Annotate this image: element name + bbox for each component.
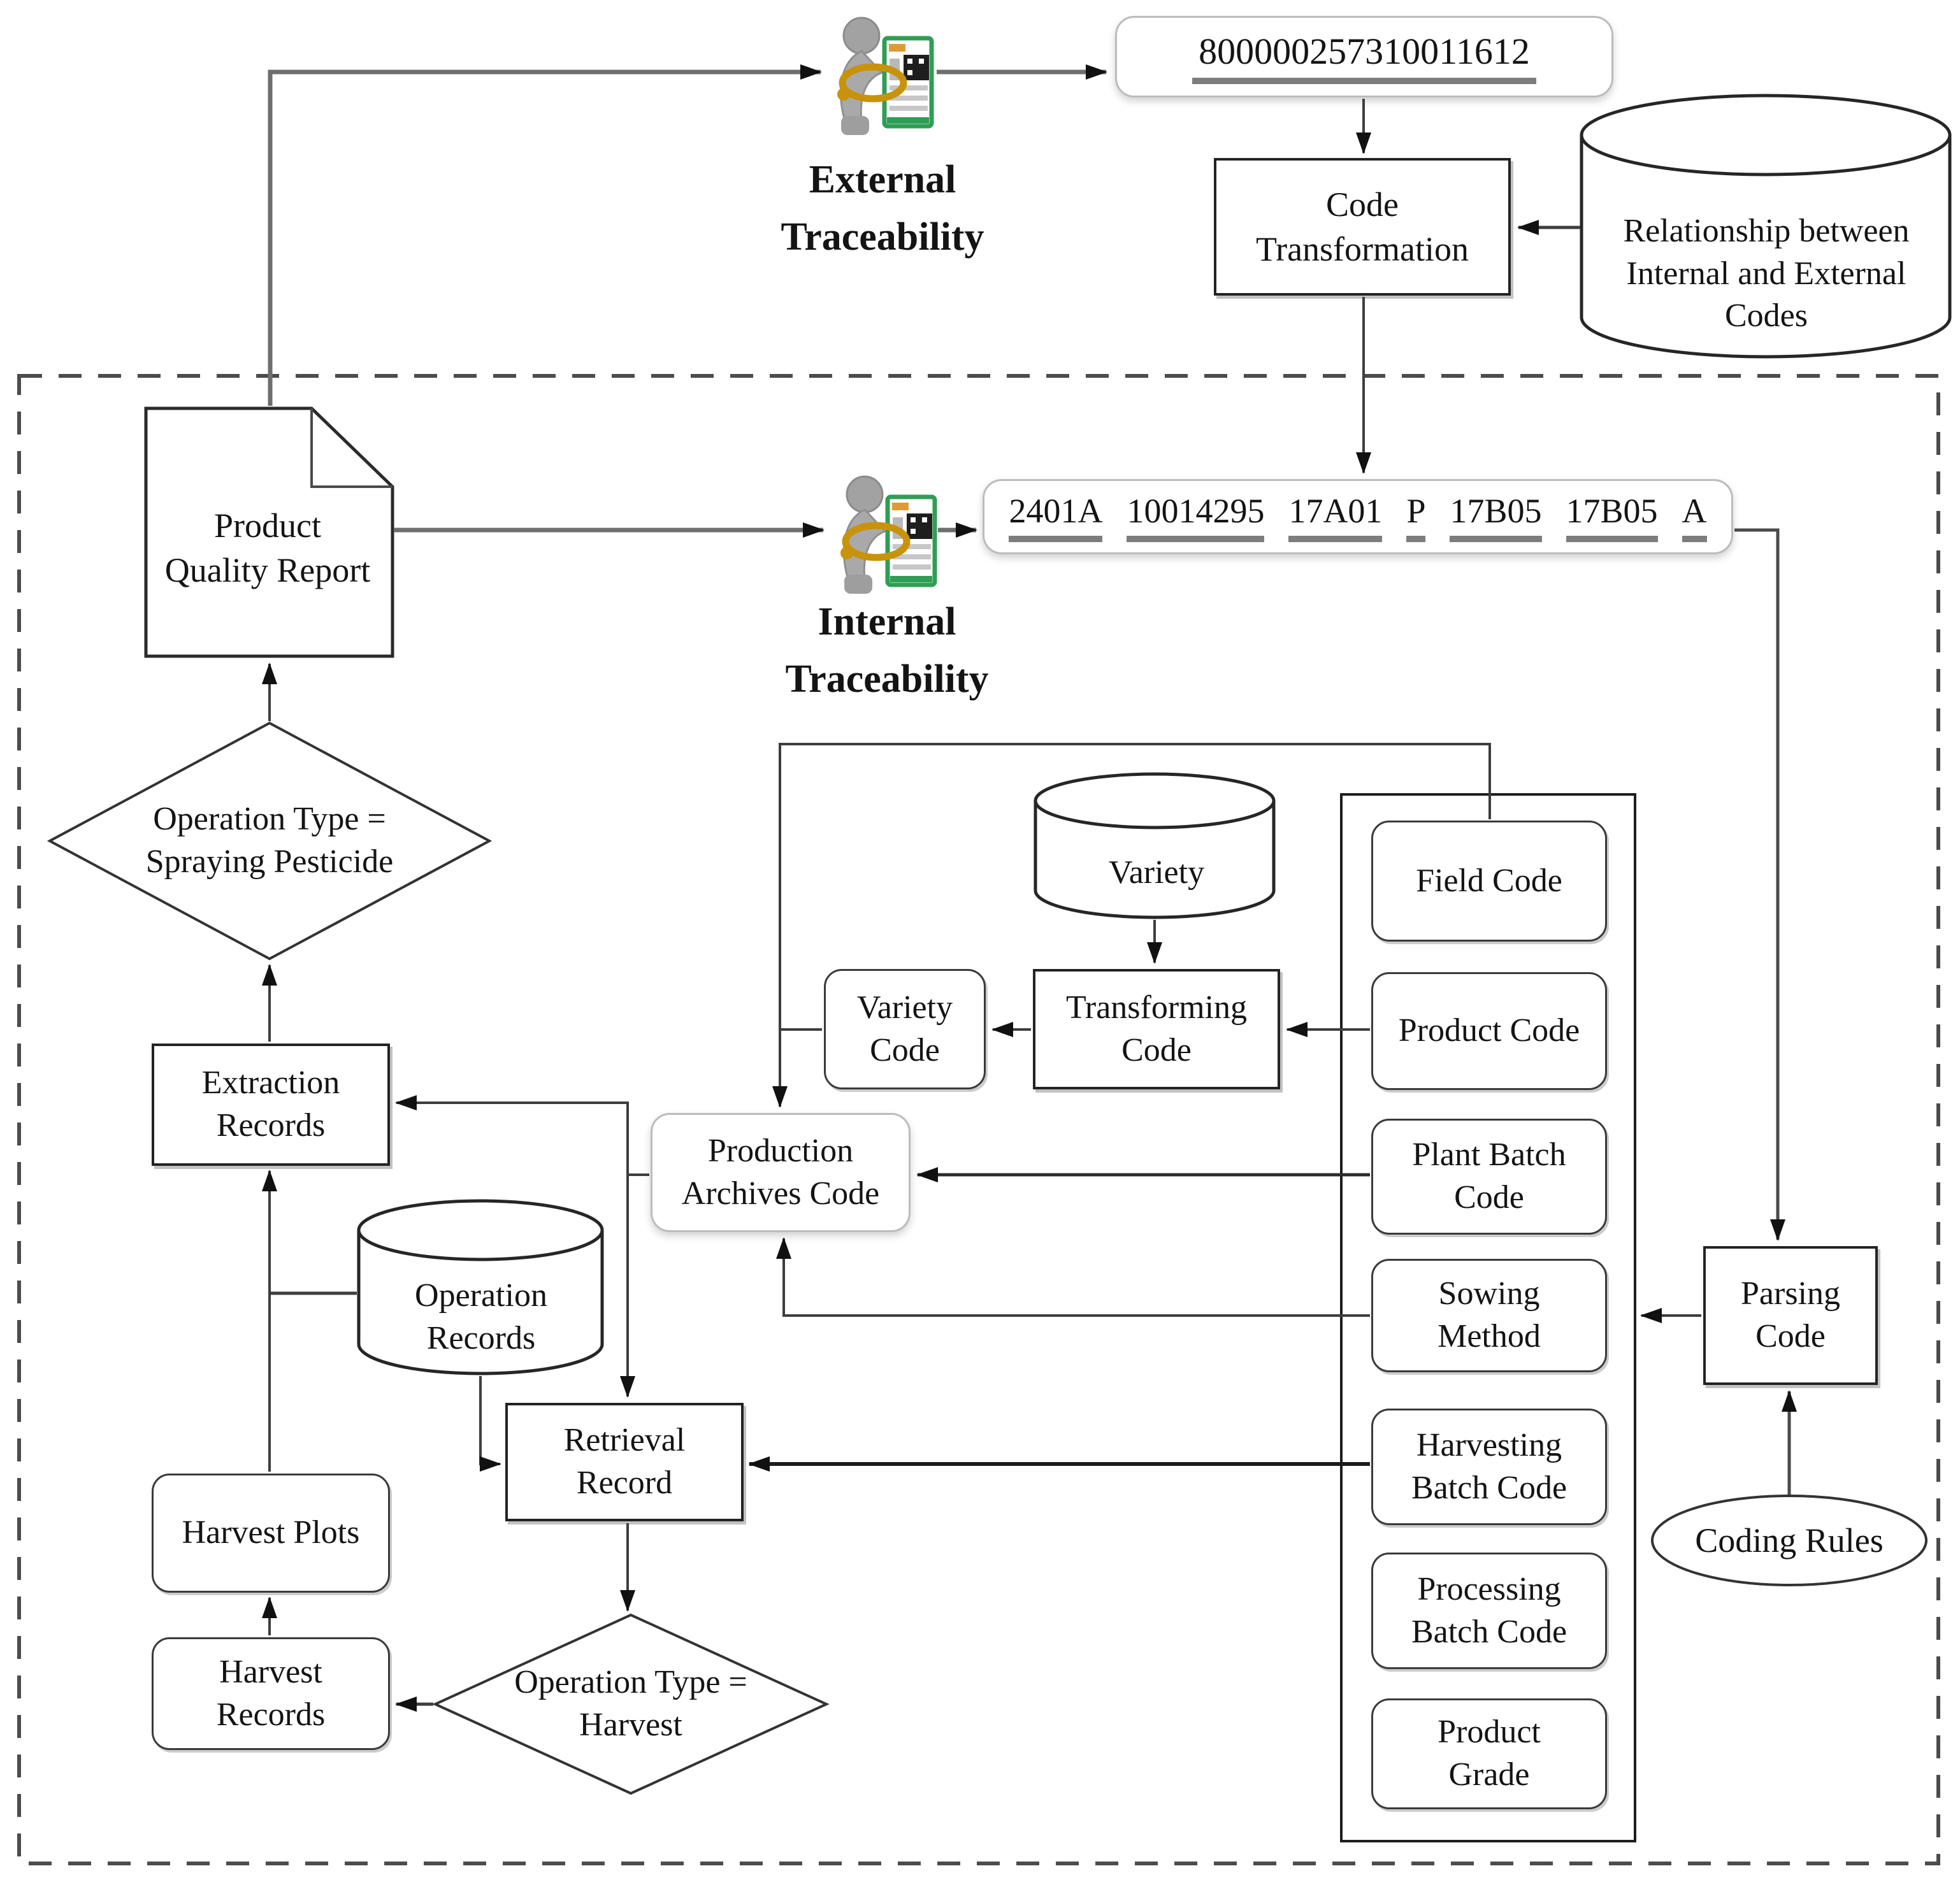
relationship-db-shape <box>1580 94 1952 359</box>
transforming-code-line2: Code <box>1121 1031 1192 1068</box>
code-transformation-box: Code Transformation <box>1214 158 1511 296</box>
variety-code-line2: Code <box>870 1031 940 1068</box>
code-transformation-line1: Code <box>1326 185 1399 224</box>
document-shape <box>144 406 394 658</box>
decision-harvest-label: Operation Type = Harvest <box>440 1656 822 1752</box>
operation-records-line1: Operation <box>415 1277 547 1314</box>
operation-records-line2: Records <box>426 1320 536 1356</box>
transforming-code-line1: Transforming <box>1065 989 1248 1026</box>
processing-batch-line2: Batch Code <box>1411 1613 1567 1650</box>
external-code-value: 800000257310011612 <box>1192 30 1536 84</box>
internal-system-dashed-border <box>17 374 1940 1865</box>
harvest-records-line1: Harvest <box>219 1653 322 1690</box>
decision-spraying-label: Operation Type = Spraying Pesticide <box>78 793 461 889</box>
coding-rules-label: Coding Rules <box>1652 1515 1926 1566</box>
internal-code-seg-3: 17A01 <box>1288 491 1383 542</box>
external-traceability-icon <box>837 18 932 135</box>
product-quality-report-label: Product Quality Report <box>153 487 382 608</box>
internal-traceability-icon <box>840 477 935 594</box>
internal-traceability-label: Internal Traceability <box>689 587 1084 715</box>
product-grade-line2: Grade <box>1448 1756 1530 1793</box>
harvesting-batch-line2: Batch Code <box>1411 1469 1567 1506</box>
decision-harvest-line2: Harvest <box>579 1707 682 1743</box>
sowing-method-line2: Method <box>1438 1318 1541 1354</box>
internal-code-seg-7: A <box>1682 491 1707 542</box>
product-grade-box: Product Grade <box>1371 1698 1607 1809</box>
code-transformation-line2: Transformation <box>1256 230 1469 268</box>
production-archives-line2: Archives Code <box>681 1175 880 1212</box>
retrieval-record-line1: Retrieval <box>563 1422 686 1459</box>
harvesting-batch-code-box: Harvesting Batch Code <box>1371 1409 1607 1525</box>
plant-batch-line1: Plant Batch <box>1412 1137 1566 1173</box>
transforming-code-box: Transforming Code <box>1033 969 1280 1089</box>
harvesting-batch-line1: Harvesting <box>1416 1426 1562 1463</box>
decision-spraying-line2: Spraying Pesticide <box>145 843 394 880</box>
coding-rules-line1: Coding Rules <box>1695 1521 1884 1560</box>
product-code-line1: Product Code <box>1398 1012 1580 1049</box>
parsing-code-line1: Parsing <box>1741 1275 1840 1312</box>
decision-spraying-shape <box>47 721 493 961</box>
decision-harvest-line1: Operation Type = <box>514 1664 747 1701</box>
harvest-plots-line1: Harvest Plots <box>182 1514 360 1551</box>
external-label-line2: Traceability <box>781 215 984 259</box>
relationship-db-label: Relationship between Internal and Extern… <box>1591 204 1942 344</box>
operation-records-label: Operation Records <box>360 1270 602 1365</box>
harvest-records-line2: Records <box>216 1696 326 1733</box>
variety-code-box: Variety Code <box>824 969 986 1089</box>
extraction-records-line2: Records <box>216 1107 326 1144</box>
production-archives-line1: Production <box>707 1132 854 1169</box>
sowing-method-line1: Sowing <box>1438 1275 1540 1312</box>
internal-code-seg-4: P <box>1406 491 1426 542</box>
parsing-code-box: Parsing Code <box>1703 1246 1878 1385</box>
internal-code-box: 2401A 10014295 17A01 P 17B05 17B05 A <box>983 479 1733 554</box>
extraction-records-line1: Extraction <box>201 1065 340 1101</box>
retrieval-record-box: Retrieval Record <box>505 1403 744 1521</box>
field-code-box: Field Code <box>1371 821 1607 942</box>
harvest-records-box: Harvest Records <box>152 1637 390 1750</box>
variety-db-line1: Variety <box>1108 854 1205 891</box>
relationship-line3: Codes <box>1725 298 1808 334</box>
external-label-line1: External <box>809 158 956 202</box>
decision-harvest-shape <box>432 1613 830 1795</box>
product-grade-line1: Product <box>1438 1714 1541 1751</box>
extraction-records-box: Extraction Records <box>152 1044 390 1166</box>
plant-batch-code-box: Plant Batch Code <box>1371 1119 1607 1235</box>
internal-code-segments: 2401A 10014295 17A01 P 17B05 17B05 A <box>1009 491 1707 542</box>
external-traceability-label: External Traceability <box>685 145 1080 273</box>
external-code-box: 800000257310011612 <box>1115 16 1613 97</box>
parsing-code-line2: Code <box>1755 1318 1826 1354</box>
internal-code-seg-2: 10014295 <box>1127 491 1265 542</box>
operation-records-db-shape <box>357 1199 604 1375</box>
retrieval-record-line2: Record <box>576 1465 673 1501</box>
sowing-method-box: Sowing Method <box>1371 1259 1607 1372</box>
processing-batch-line1: Processing <box>1417 1570 1561 1607</box>
variety-code-line1: Variety <box>856 989 953 1026</box>
decision-spraying-line1: Operation Type = <box>153 801 386 838</box>
internal-code-seg-5: 17B05 <box>1450 491 1542 542</box>
harvest-plots-box: Harvest Plots <box>152 1474 390 1593</box>
relationship-line2: Internal and External <box>1626 255 1906 292</box>
internal-code-seg-6: 17B05 <box>1566 491 1658 542</box>
processing-batch-code-box: Processing Batch Code <box>1371 1553 1607 1669</box>
variety-db-label: Variety <box>1039 847 1274 898</box>
product-code-box: Product Code <box>1371 972 1607 1090</box>
field-code-line1: Field Code <box>1416 862 1562 899</box>
internal-code-seg-1: 2401A <box>1009 491 1103 542</box>
pqr-line1: Product <box>214 506 321 545</box>
internal-label-line1: Internal <box>818 600 956 644</box>
internal-label-line2: Traceability <box>785 657 989 701</box>
coding-rules-shape <box>1651 1495 1928 1586</box>
production-archives-code-box: Production Archives Code <box>651 1113 911 1232</box>
pqr-line2: Quality Report <box>164 551 371 589</box>
plant-batch-line2: Code <box>1454 1179 1524 1216</box>
relationship-line1: Relationship between <box>1623 213 1910 250</box>
